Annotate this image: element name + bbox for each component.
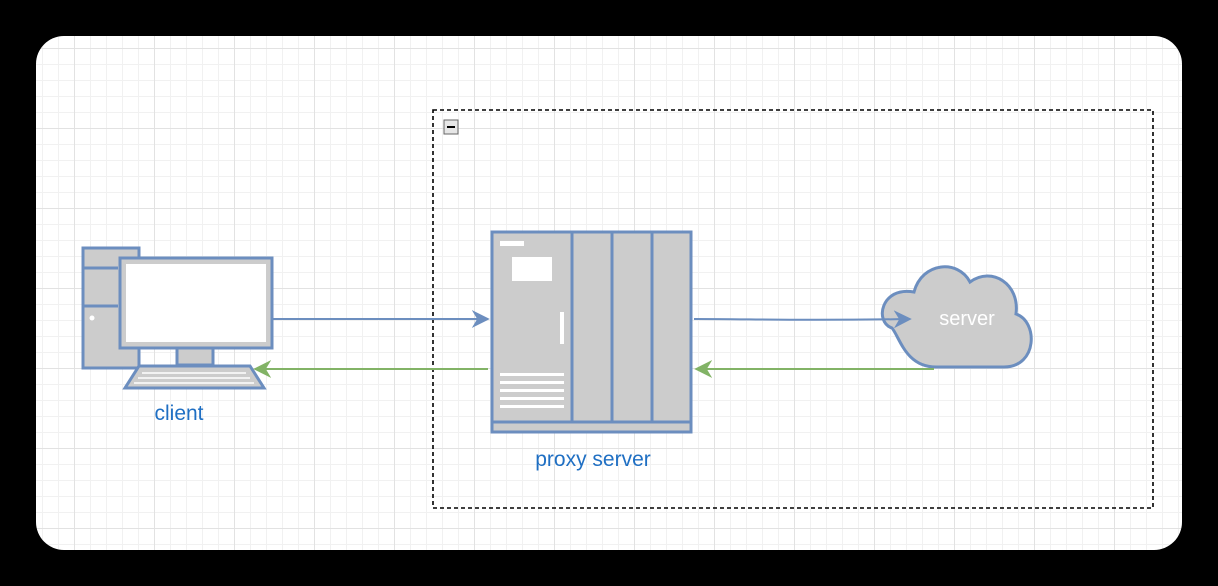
proxy-server-label: proxy server — [535, 448, 651, 471]
edge-proxy-to-server[interactable] — [693, 310, 912, 329]
diagram-canvas[interactable]: client proxy server server — [36, 36, 1182, 550]
client-label: client — [154, 402, 204, 425]
collapse-toggle-icon[interactable] — [443, 119, 459, 135]
proxy-group-container[interactable] — [432, 109, 1154, 509]
proxy-server-icon[interactable] — [490, 230, 693, 434]
diagram-svg — [81, 109, 1154, 509]
server-cloud-icon[interactable] — [880, 265, 1033, 369]
cloud-server-label: server — [939, 308, 995, 330]
client-computer-icon[interactable] — [81, 246, 274, 390]
